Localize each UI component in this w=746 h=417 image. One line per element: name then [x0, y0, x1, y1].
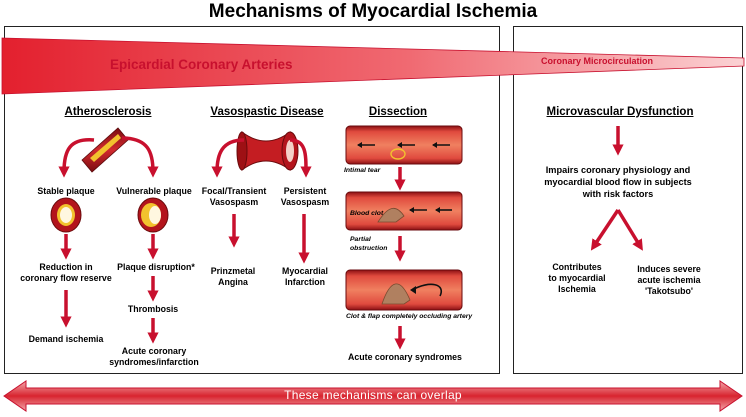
- epicardial-panel: [4, 26, 500, 374]
- dissection-heading: Dissection: [368, 106, 428, 118]
- atherosclerosis-vessel-icon: [81, 127, 129, 173]
- focal-vasospasm-label: Focal/Transient Vasospasm: [201, 186, 267, 207]
- myocardial-infarction-label: Myocardial Infarction: [282, 266, 328, 287]
- intimal-tear-vessel-icon: [345, 125, 463, 165]
- epicardial-label: Epicardial Coronary Arteries: [110, 57, 293, 72]
- demand-ischemia-label: Demand ischemia: [28, 334, 104, 344]
- vulnerable-plaque-label: Vulnerable plaque: [116, 186, 192, 196]
- acs-infarction-label: Acute coronary syndromes/infarction: [109, 346, 199, 367]
- stable-plaque-label: Stable plaque: [37, 186, 95, 196]
- clot-flap-label: Clot & flap completely occluding artery: [346, 313, 473, 320]
- stable-plaque-icon: [50, 197, 82, 233]
- persistent-vasospasm-label: Persistent Vasospasm: [280, 186, 330, 207]
- overlap-label: These mechanisms can overlap: [284, 388, 462, 402]
- overlap-double-arrow: [3, 380, 743, 412]
- partial-obstruction-label: Partial obstruction: [350, 236, 388, 252]
- induces-label: Induces severe acute ischemia 'Takotsubo…: [637, 264, 701, 296]
- page-title: Mechanisms of Myocardial Ischemia: [208, 1, 538, 22]
- microcirculation-label: Coronary Microcirculation: [541, 56, 654, 66]
- microvascular-heading: Microvascular Dysfunction: [546, 106, 694, 118]
- contributes-label: Contributes to myocardial Ischemia: [548, 262, 606, 294]
- thrombosis-label: Thrombosis: [127, 304, 179, 314]
- intimal-tear-label: Intimal tear: [344, 167, 381, 174]
- plaque-disruption-label: Plaque disruption*: [117, 262, 195, 272]
- vulnerable-plaque-icon: [137, 197, 169, 233]
- impairs-label: Impairs coronary physiology and myocardi…: [544, 165, 692, 199]
- atherosclerosis-heading: Atherosclerosis: [64, 106, 152, 118]
- microcirculation-panel: [513, 26, 743, 374]
- vasospastic-heading: Vasospastic Disease: [210, 106, 324, 118]
- partial-obstruction-vessel-icon: [345, 191, 463, 231]
- dissection-acs-label: Acute coronary syndromes: [348, 352, 462, 362]
- occluded-vessel-icon: [345, 269, 463, 311]
- reduction-label: Reduction in coronary flow reserve: [20, 262, 112, 283]
- vasospasm-vessel-icon: [236, 131, 299, 171]
- blood-clot-label: Blood clot: [350, 210, 384, 217]
- prinzmetal-angina-label: Prinzmetal Angina: [210, 266, 256, 287]
